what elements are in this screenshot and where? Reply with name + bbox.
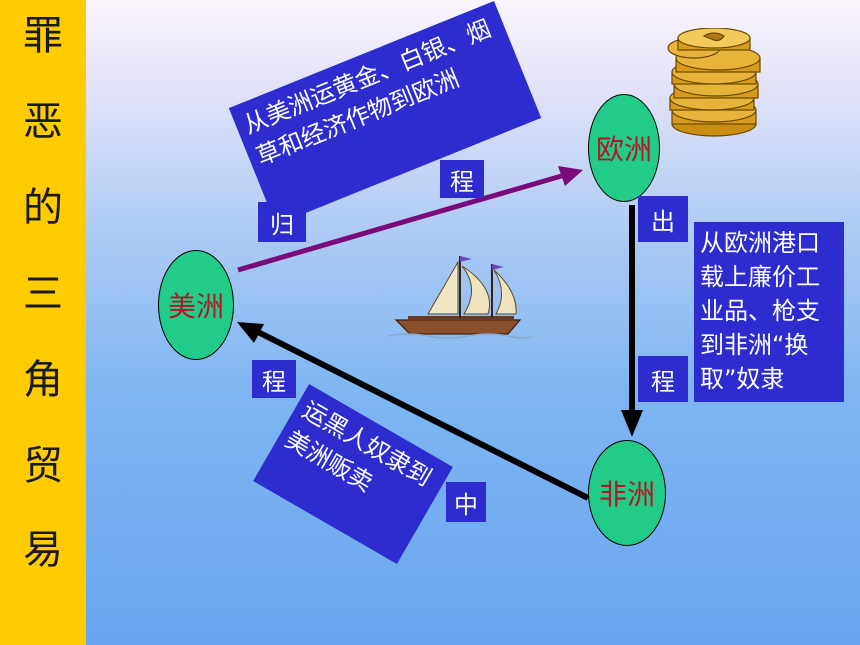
middle-leg-tag-1: 中 (446, 482, 486, 522)
title-char-6: 贸 (23, 443, 63, 489)
title-char-3: 的 (23, 185, 63, 231)
return-arrow (237, 166, 583, 273)
title-char-4: 三 (23, 271, 63, 317)
title-sidebar: 罪 恶 的 三 角 贸 易 (0, 0, 86, 645)
africa-node: 非洲 (588, 440, 666, 546)
outbound-leg-tag-1: 出 (638, 196, 688, 242)
title-char-1: 罪 (23, 13, 63, 59)
outbound-arrow (621, 205, 643, 437)
title-char-7: 易 (23, 527, 63, 573)
return-leg-tag-2: 程 (440, 160, 484, 198)
middle-passage-arrow (237, 322, 590, 501)
america-node: 美洲 (158, 250, 234, 360)
outbound-leg-tag-2: 程 (638, 356, 688, 402)
europe-node: 欧洲 (588, 94, 660, 202)
africa-label: 非洲 (598, 478, 655, 511)
outbound-route-note: 从欧洲港口载上廉价工业品、枪支到非洲“换取”奴隶 (694, 222, 844, 402)
return-leg-tag-1: 归 (258, 202, 306, 242)
title-char-5: 角 (23, 357, 63, 403)
america-label: 美洲 (167, 290, 224, 323)
sailing-ship-icon (388, 256, 533, 339)
outbound-route-text: 从欧洲港口载上廉价工业品、枪支到非洲“换取”奴隶 (700, 229, 820, 393)
europe-label: 欧洲 (595, 133, 652, 166)
title-char-2: 恶 (23, 99, 63, 145)
gold-coins-icon (667, 28, 761, 137)
middle-leg-tag-2: 程 (252, 360, 296, 398)
